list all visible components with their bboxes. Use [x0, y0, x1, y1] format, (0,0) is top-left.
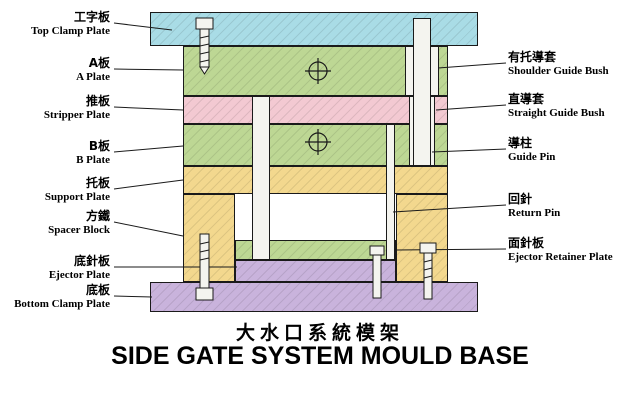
label-cn: 推板 — [85, 94, 110, 108]
label-ejector-plate: 底針板 Ejector Plate — [0, 254, 112, 282]
crosshair-icon — [305, 58, 331, 84]
label-bottom-clamp-plate: 底板 Bottom Clamp Plate — [0, 283, 112, 311]
label-en: Ejector Plate — [48, 269, 110, 281]
bolt-icon — [369, 245, 385, 299]
b-plate-shape — [183, 124, 448, 166]
label-a-plate: A板 A Plate — [0, 56, 112, 84]
label-cn: 方鐵 — [85, 209, 110, 223]
label-en: Spacer Block — [48, 224, 110, 236]
label-en: Shoulder Guide Bush — [508, 65, 609, 77]
label-cn: A板 — [88, 56, 110, 70]
label-en: Straight Guide Bush — [508, 107, 605, 119]
label-en: Top Clamp Plate — [30, 25, 110, 37]
label-spacer-block: 方鐵 Spacer Block — [0, 209, 112, 237]
label-stripper-plate: 推板 Stripper Plate — [0, 94, 112, 122]
label-en: A Plate — [76, 71, 110, 83]
label-b-plate: B板 B Plate — [0, 139, 112, 167]
label-cn: 底板 — [85, 283, 110, 297]
label-cn: 面針板 — [508, 236, 545, 250]
label-cn: 托板 — [85, 176, 110, 190]
label-en: Ejector Retainer Plate — [508, 251, 613, 263]
label-en: Stripper Plate — [43, 109, 110, 121]
label-straight-guide-bush: 直導套 Straight Guide Bush — [508, 92, 640, 120]
label-en: Bottom Clamp Plate — [14, 298, 110, 310]
ejector-retainer-plate-shape — [235, 240, 396, 260]
label-support-plate: 托板 Support Plate — [0, 176, 112, 204]
ejector-pin-shape — [252, 96, 270, 260]
label-cn: 底針板 — [73, 254, 110, 268]
label-cn: 有托導套 — [508, 50, 557, 64]
diagram-title-chinese: 大水口系統模架 — [235, 322, 404, 344]
label-top-clamp-plate: 工字板 Top Clamp Plate — [0, 10, 112, 38]
return-pin-shape — [386, 124, 395, 260]
label-en: B Plate — [76, 154, 110, 166]
label-en: Guide Pin — [508, 151, 556, 163]
bolt-icon — [419, 242, 437, 300]
label-en: Support Plate — [44, 191, 110, 203]
crosshair-icon — [305, 129, 331, 155]
leader-lines — [113, 22, 507, 298]
label-cn: 回針 — [508, 192, 533, 206]
stripper-plate-shape — [183, 96, 448, 124]
label-cn: 工字板 — [73, 10, 110, 24]
ejector-plate-shape — [235, 260, 396, 282]
label-cn: B板 — [88, 139, 110, 153]
support-plate-shape — [183, 166, 448, 194]
guide-pin-shape — [413, 18, 431, 166]
label-ejector-retainer-plate: 面針板 Ejector Retainer Plate — [508, 236, 640, 264]
label-guide-pin: 導柱 Guide Pin — [508, 136, 640, 164]
label-cn: 導柱 — [508, 136, 533, 150]
label-en: Return Pin — [508, 207, 561, 219]
label-shoulder-guide-bush: 有托導套 Shoulder Guide Bush — [508, 50, 640, 78]
label-return-pin: 回針 Return Pin — [508, 192, 640, 220]
label-cn: 直導套 — [508, 92, 545, 106]
diagram-title-english: SIDE GATE SYSTEM MOULD BASE — [111, 342, 529, 370]
spacer-block-right-shape — [396, 194, 448, 282]
bolt-icon — [195, 17, 214, 75]
bolt-icon — [195, 233, 214, 301]
